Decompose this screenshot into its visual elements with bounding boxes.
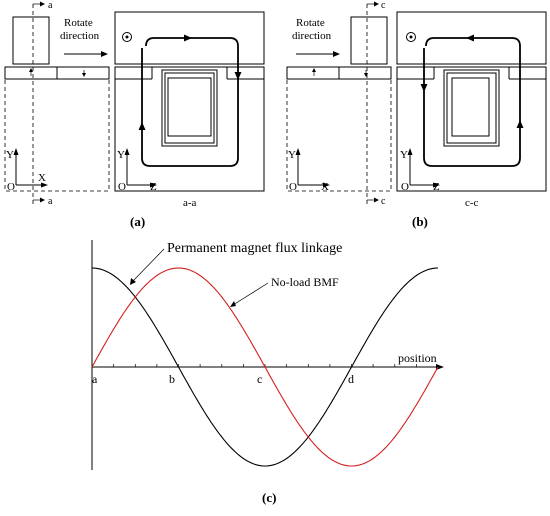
series-pm-leader-arrow-icon — [130, 278, 136, 285]
rotor-block — [114, 11, 265, 65]
slot-inner — [164, 72, 215, 144]
hidden-core-outline — [4, 78, 110, 192]
panel-b-front-view: c c Rotate direction Y X O — [286, 0, 392, 207]
axis-x-label: X — [38, 172, 46, 184]
out-of-page-dot — [125, 35, 129, 39]
series-pm-flux-curve — [91, 267, 439, 467]
coil-winding-b — [451, 77, 490, 137]
axis-y-label-b: Y — [288, 149, 296, 161]
axis-y-label-aa: Y — [117, 149, 125, 161]
panel-a-section-view: Y Z O a-a — [114, 11, 265, 209]
section-arrow-top-b-icon — [374, 1, 379, 7]
rotate-label-line2-b: direction — [292, 30, 332, 42]
series-bmf-leader — [232, 282, 269, 306]
caption-aa: a-a — [183, 197, 197, 209]
rotate-label-line1: Rotate — [64, 17, 93, 29]
section-label-c-bottom: c — [381, 196, 386, 207]
axis-z-arrow-cc-icon — [433, 182, 440, 188]
stator-outline — [114, 66, 265, 192]
plot-x-axis-arrow-icon — [436, 364, 444, 370]
point-label-b: b — [169, 372, 175, 386]
series-bmf-leader-arrow-icon — [230, 301, 236, 307]
series-pm-label: Permanent magnet flux linkage — [167, 241, 342, 256]
axis-y-label: Y — [6, 149, 14, 161]
series-pm-leader — [132, 248, 165, 282]
point-label-a: a — [92, 372, 98, 386]
rotate-arrow-icon — [101, 51, 108, 57]
point-label-c: c — [257, 372, 262, 386]
axis-y-arrow-icon — [13, 148, 19, 155]
flux-loop-arrow-right-icon — [234, 72, 242, 80]
series-bmf-curve — [91, 267, 439, 467]
axis-y-arrow-cc-icon — [407, 148, 413, 155]
flux-loop-c — [423, 37, 521, 167]
panel-label-c: (c) — [262, 490, 276, 505]
flux-loop-arrow-top-icon — [184, 34, 192, 42]
waveform-plot: position a b c d Permanent magnet flux l… — [91, 240, 444, 470]
plot-x-label: position — [398, 351, 437, 365]
out-of-page-dot-b — [409, 35, 413, 39]
section-label-a-top: a — [48, 0, 53, 11]
axis-y-arrow-b-icon — [295, 148, 301, 155]
flux-loop-c-arrow-left-icon — [420, 84, 428, 92]
magnet-block — [12, 16, 50, 65]
slot-outer-b — [443, 69, 500, 147]
panel-b-section-view: Y Z O c-c — [396, 11, 547, 209]
axis-y-label-cc: Y — [400, 149, 408, 161]
hidden-core-outline-b — [286, 78, 392, 192]
out-of-page-b-icon — [406, 32, 416, 42]
section-arrow-top-icon — [40, 1, 45, 7]
origin-label-b: O — [289, 181, 297, 193]
rotate-label-line1-b: Rotate — [296, 17, 325, 29]
flux-loop-c-arrow-top-icon — [466, 34, 474, 42]
section-arrow-bottom-b-icon — [374, 197, 379, 203]
flux-up-arrow-icon — [29, 68, 33, 72]
plot-x-ticks — [113, 364, 417, 367]
section-label-c-top: c — [381, 0, 386, 11]
magnet-block-b — [350, 16, 388, 65]
slot-outer — [161, 69, 218, 147]
caption-cc: c-c — [465, 197, 479, 209]
rotor-block-b — [396, 11, 547, 65]
axis-y-arrow-aa-icon — [124, 148, 130, 155]
origin-label: O — [7, 181, 15, 193]
panel-label-a: (a) — [130, 214, 145, 229]
axis-x-arrow-b-icon — [323, 182, 330, 188]
rotate-label-line2: direction — [60, 30, 100, 42]
coil-winding — [167, 77, 212, 137]
axis-x-arrow-icon — [41, 182, 48, 188]
flux-up-arrow-b-icon — [312, 68, 316, 72]
section-label-a-bottom: a — [48, 196, 53, 207]
panel-a-front-view: a a Rotate direction Y X O — [4, 0, 110, 207]
flux-down-arrow-b-icon — [364, 73, 368, 77]
axis-x-label-b: X — [321, 181, 329, 193]
out-of-page-icon — [122, 32, 132, 42]
rotate-arrow-b-icon — [333, 51, 340, 57]
stator-outline-b — [396, 66, 547, 192]
flux-loop-a — [141, 37, 239, 167]
origin-label-cc: O — [401, 181, 409, 193]
flux-down-arrow-icon — [82, 73, 86, 77]
origin-label-aa: O — [118, 181, 126, 193]
section-arrow-bottom-icon — [40, 197, 45, 203]
flux-loop-arrow-left-icon — [138, 122, 146, 130]
flux-loop-c-arrow-right-icon — [516, 120, 524, 128]
slot-inner-b — [446, 72, 497, 144]
axis-z-label-aa: Z — [150, 181, 157, 193]
panel-label-b: (b) — [412, 214, 428, 229]
series-bmf-label: No-load BMF — [271, 275, 339, 289]
axis-z-arrow-aa-icon — [150, 182, 157, 188]
axis-z-label-cc: Z — [433, 181, 440, 193]
point-label-d: d — [348, 372, 354, 386]
